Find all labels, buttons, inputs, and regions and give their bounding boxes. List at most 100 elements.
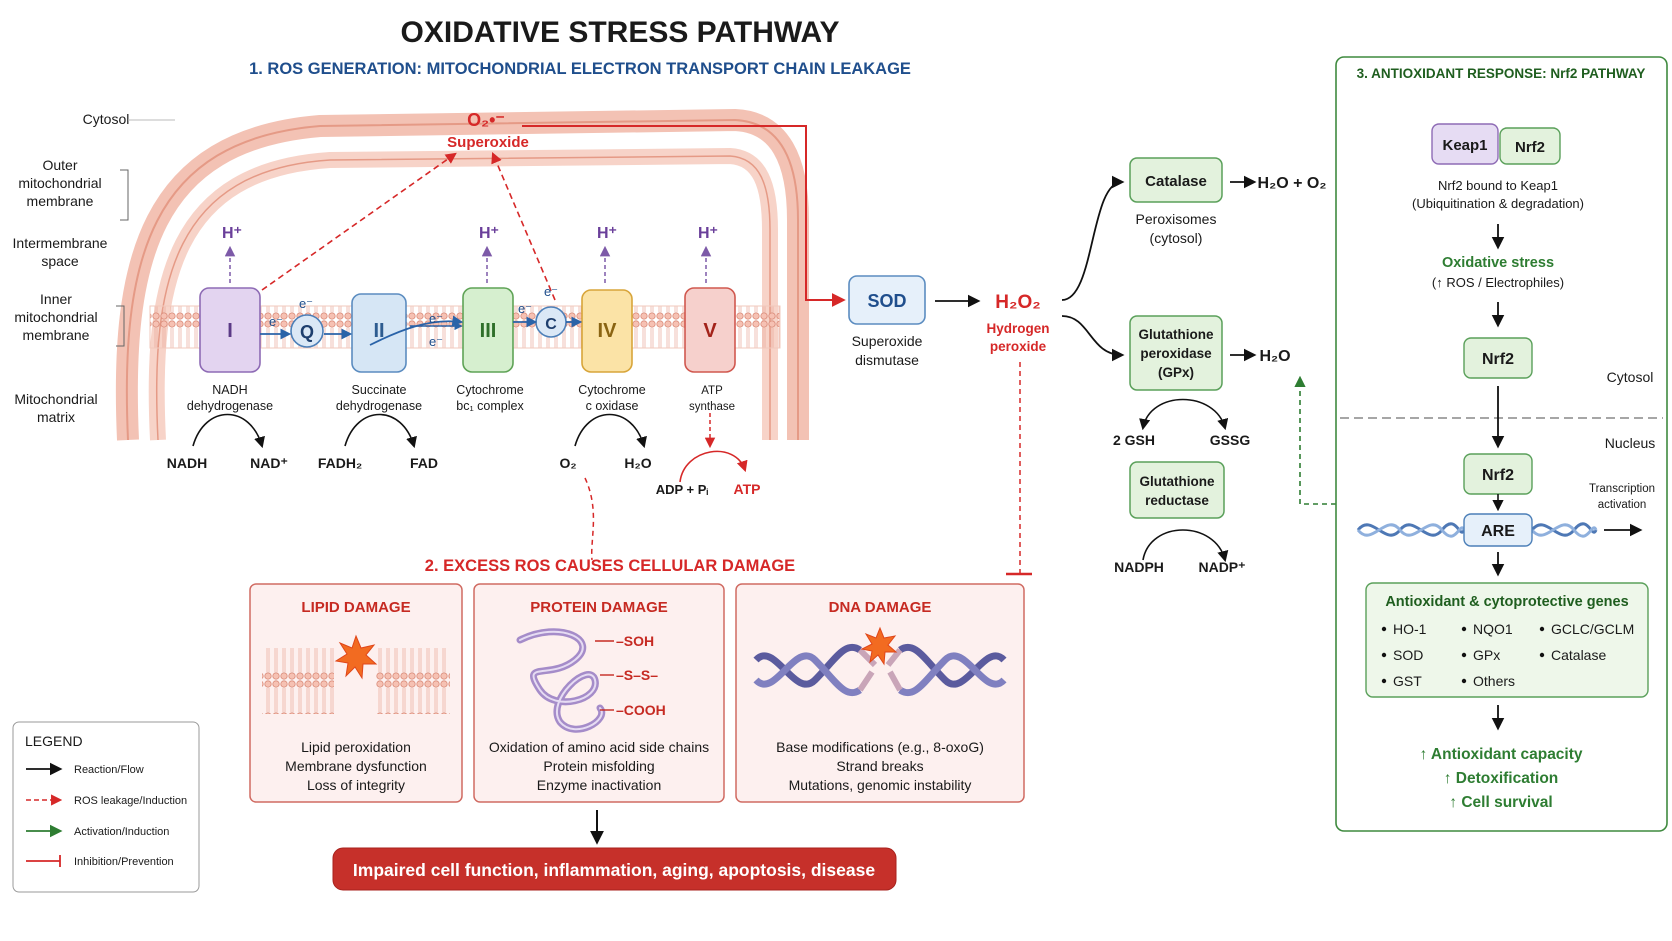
transcription-label-2: activation xyxy=(1598,499,1647,511)
nrf2-outcome-1: ↑ Antioxidant capacity xyxy=(1419,746,1582,763)
complex-v-label-1: ATP xyxy=(701,385,723,397)
complex-v-id: V xyxy=(703,320,717,342)
catalase-location-2: (cytosol) xyxy=(1150,230,1203,246)
cytosol-label: Cytosol xyxy=(83,111,130,127)
complex-ii-label-2: dehydrogenase xyxy=(336,399,422,413)
dna-damage-title: DNA DAMAGE xyxy=(829,599,932,616)
complex-ii: II Succinate dehydrogenase xyxy=(336,293,422,413)
gsh-cycle-top xyxy=(1139,398,1229,431)
protein-group-soh: –SOH xyxy=(616,633,654,649)
complex-iii-id: III xyxy=(480,320,497,342)
nadph-label: NADPH xyxy=(1114,559,1164,575)
keap1-label: Keap1 xyxy=(1442,137,1487,154)
catalase-box xyxy=(1129,157,1223,203)
complex-v-label-2: synthase xyxy=(689,401,735,413)
outer-membrane-label-3: membrane xyxy=(27,193,94,209)
h2o2-name-2: peroxide xyxy=(990,339,1047,354)
legend-item-4: Inhibition/Prevention xyxy=(74,856,174,868)
genes-box xyxy=(1365,582,1649,698)
legend-item-3: Activation/Induction xyxy=(74,826,169,838)
nrf2-bound-box xyxy=(1499,127,1561,165)
nad-label: NAD⁺ xyxy=(250,455,288,471)
legend-item-1: Reaction/Flow xyxy=(74,764,144,776)
dna-strand-right-a xyxy=(898,643,1007,688)
gene-3: GCLC/GCLM xyxy=(1551,621,1634,637)
electron-label-5: e⁻ xyxy=(518,301,532,316)
h2o2-name-1: Hydrogen xyxy=(986,321,1049,336)
proton-label-3: H⁺ xyxy=(597,225,617,242)
transcription-label-1: Transcription xyxy=(1589,483,1655,495)
dna-damage-line-2: Strand breaks xyxy=(836,758,923,774)
proton-label-1: H⁺ xyxy=(222,225,242,242)
leak-arrow-complex-i xyxy=(261,152,457,291)
dna-damage-burst xyxy=(860,626,898,666)
catalase-product: H₂O + O₂ xyxy=(1258,175,1327,192)
complex-iii: III Cytochrome bc₁ complex xyxy=(456,287,524,413)
protein-damage-panel: PROTEIN DAMAGE –SOH –S–S– –COOH Oxidatio… xyxy=(473,583,725,803)
ubiquinone-label: Q xyxy=(300,322,314,342)
leak-arrow-complex-iii xyxy=(491,151,556,301)
nrf2-outcome-3: ↑ Cell survival xyxy=(1449,794,1552,811)
complex-i: I NADH dehydrogenase xyxy=(187,287,273,413)
gene-bullets xyxy=(1381,626,1545,684)
legend-title: LEGEND xyxy=(25,733,83,749)
complex-iv-label-2: c oxidase xyxy=(586,399,639,413)
h2o-label: H₂O xyxy=(624,455,651,471)
outcome-box xyxy=(332,847,897,891)
nrf2-panel: 3. ANTIOXIDANT RESPONSE: Nrf2 PATHWAY Ke… xyxy=(1335,56,1668,832)
dna-helix-b xyxy=(1356,523,1466,538)
stress-sub: (↑ ROS / Electrophiles) xyxy=(1432,275,1564,290)
gpx-product: H₂O xyxy=(1259,348,1290,365)
nrf2-outcome-2: ↑ Detoxification xyxy=(1444,770,1559,787)
proton-arrows xyxy=(224,245,712,283)
section3-title: 3. ANTIOXIDANT RESPONSE: Nrf2 PATHWAY xyxy=(1357,66,1646,81)
gene-4: SOD xyxy=(1393,647,1423,663)
lipid-damage-burst xyxy=(334,634,378,680)
gr-label-2: reductase xyxy=(1145,493,1209,508)
nadh-label: NADH xyxy=(167,455,207,471)
ros-to-damage-dashed xyxy=(584,477,595,561)
electron-flow xyxy=(260,315,583,346)
o2-label: O₂ xyxy=(559,455,576,471)
protein-damage-line-3: Enzyme inactivation xyxy=(537,777,662,793)
gssg-label: GSSG xyxy=(1210,432,1251,448)
gene-1: HO-1 xyxy=(1393,621,1427,637)
lipid-damage-title: LIPID DAMAGE xyxy=(301,599,410,616)
gpx-box xyxy=(1129,315,1223,391)
complex-i-label-1: NADH xyxy=(212,383,247,397)
proton-label-2: H⁺ xyxy=(479,225,499,242)
gsh-label: 2 GSH xyxy=(1113,432,1155,448)
fadh2-label: FADH₂ xyxy=(318,455,362,471)
complex-v: V ATP synthase xyxy=(684,287,736,413)
nrf2-nucleus-label: Nrf2 xyxy=(1482,467,1514,484)
dna-strand-right-b xyxy=(898,652,1007,697)
gene-8: Others xyxy=(1473,673,1515,689)
section2-title: 2. EXCESS ROS CAUSES CELLULAR DAMAGE xyxy=(425,557,795,575)
complex-iii-label-2: bc₁ complex xyxy=(456,399,524,413)
are-to-gpx-induction xyxy=(1294,375,1336,505)
complex-ii-label-1: Succinate xyxy=(352,383,407,397)
cytochrome-c-label: C xyxy=(545,316,557,333)
electron-label-4: e⁻ xyxy=(429,334,443,349)
gpx-label-2: peroxidase xyxy=(1140,346,1212,361)
complex-iii-label-1: Cytochrome xyxy=(456,383,523,397)
sod-name-1: Superoxide xyxy=(852,333,923,349)
catalase-location-1: Peroxisomes xyxy=(1136,211,1217,227)
protein-damage-line-1: Oxidation of amino acid side chains xyxy=(489,739,709,755)
nrf2-bound-label: Nrf2 xyxy=(1515,139,1545,156)
nrf2-free-label: Nrf2 xyxy=(1482,351,1514,368)
superoxide-symbol: O₂•⁻ xyxy=(467,110,505,130)
gpx-label-1: Glutathione xyxy=(1139,327,1214,342)
matrix-reactions xyxy=(192,413,748,483)
region-labels: Cytosol Outer mitochondrial membrane Int… xyxy=(13,111,175,425)
gene-5: GPx xyxy=(1473,647,1500,663)
sod-label: SOD xyxy=(867,291,906,311)
gene-2: NQO1 xyxy=(1473,621,1513,637)
inner-membrane-label-3: membrane xyxy=(23,327,90,343)
lipid-damage-line-3: Loss of integrity xyxy=(307,777,405,793)
nadph-cycle xyxy=(1142,529,1229,563)
matrix-label-1: Mitochondrial xyxy=(14,391,97,407)
intermembrane-label-1: Intermembrane xyxy=(13,235,108,251)
